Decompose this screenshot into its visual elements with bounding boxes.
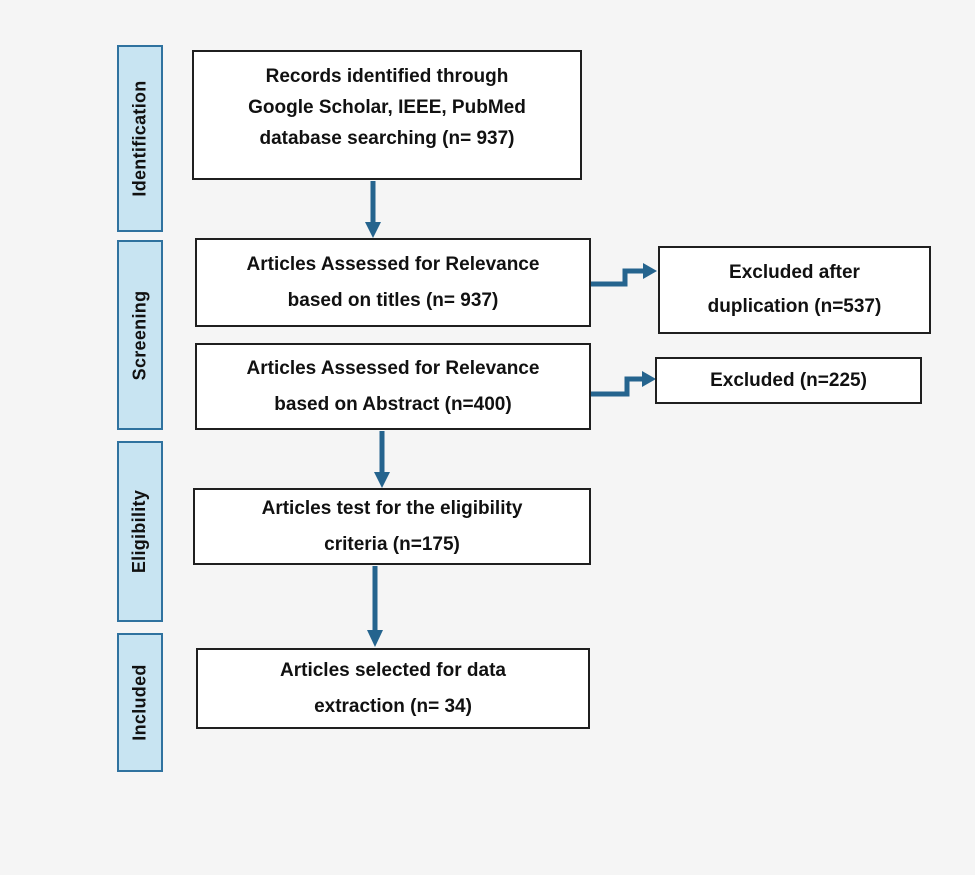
arrow-abstract-to-eligibility: [374, 431, 390, 488]
flow-box-assessed-titles: Articles Assessed for Relevance based on…: [195, 238, 591, 327]
exclusion-box-duplication: Excluded after duplication (n=537): [658, 246, 931, 334]
stage-label-included: Included: [117, 633, 163, 772]
arrow-titles-to-excluded-duplication: [590, 263, 657, 287]
arrow-records-to-titles: [365, 181, 381, 238]
flow-box-selected-extraction: Articles selected for data extraction (n…: [196, 648, 590, 729]
stage-label-text: Screening: [129, 290, 150, 380]
exclusion-box-abstract: Excluded (n=225): [655, 357, 922, 404]
arrow-eligibility-to-included: [367, 566, 383, 647]
stage-label-screening: Screening: [117, 240, 163, 430]
flow-box-assessed-abstract: Articles Assessed for Relevance based on…: [195, 343, 591, 430]
stage-label-identification: Identification: [117, 45, 163, 232]
stage-label-text: Eligibility: [129, 489, 150, 574]
stage-label-text: Identification: [129, 80, 150, 197]
stage-label-eligibility: Eligibility: [117, 441, 163, 622]
flow-box-records-identified: Records identified through Google Schola…: [192, 50, 582, 180]
flow-box-eligibility-criteria: Articles test for the eligibility criter…: [193, 488, 591, 565]
arrow-abstract-to-excluded: [590, 371, 656, 397]
stage-label-text: Included: [129, 664, 150, 741]
